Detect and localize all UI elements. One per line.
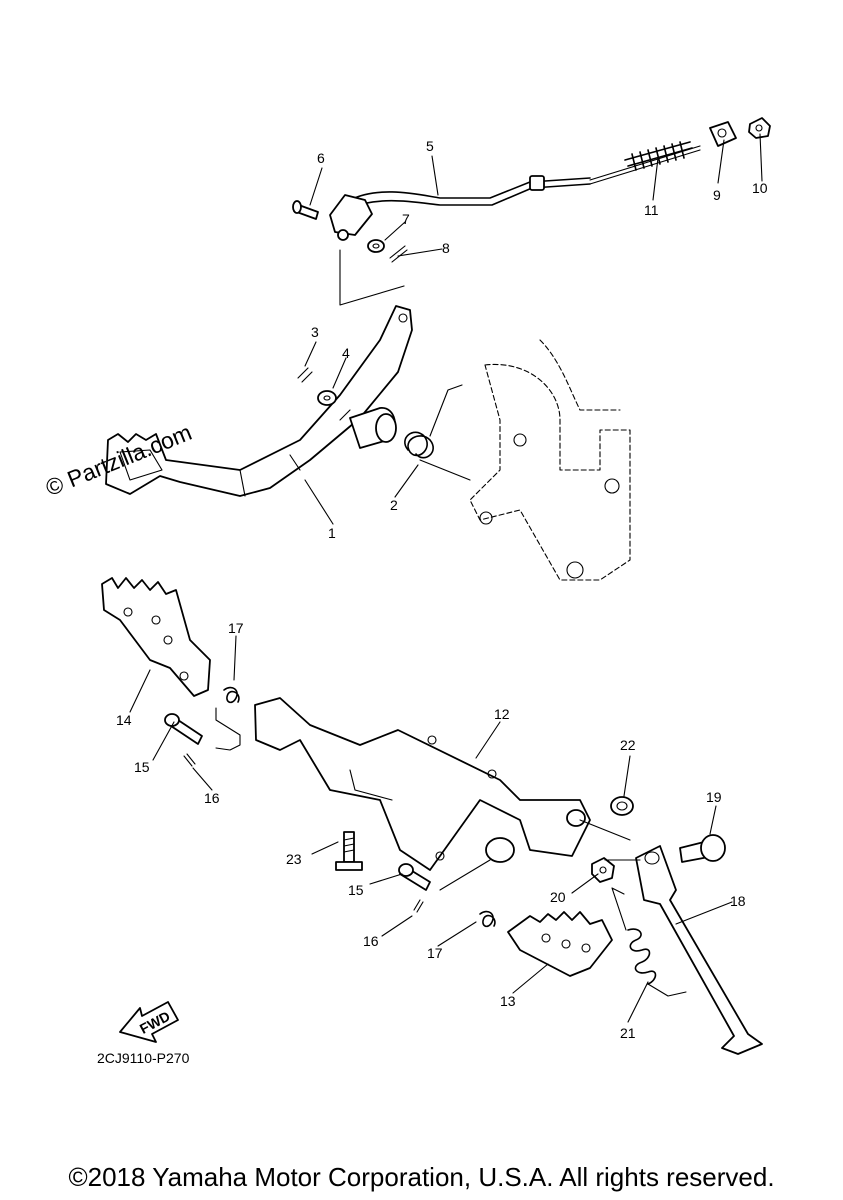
brake-rod-part[interactable]	[329, 145, 701, 241]
sidestand-spring-part[interactable]	[611, 887, 687, 997]
callout-23: 23	[286, 851, 302, 867]
washer-part[interactable]	[367, 239, 385, 253]
return-spring-part[interactable]	[404, 384, 471, 481]
callout-21: 21	[620, 1025, 636, 1041]
callout-2: 2	[390, 497, 398, 513]
callout-7: 7	[402, 211, 410, 227]
callout-19: 19	[706, 789, 722, 805]
nut-part[interactable]	[748, 117, 771, 139]
callout-numbers: 1 2 3 4 5 6 7 8 9 10 11 12 13 14 15 16 1…	[116, 138, 768, 1041]
callout-20: 20	[550, 889, 566, 905]
footrest-pin-right-part[interactable]	[398, 863, 431, 891]
sidestand-bolt-part[interactable]	[679, 834, 726, 863]
footrest-right-part[interactable]	[507, 911, 613, 977]
callout-8: 8	[442, 240, 450, 256]
callout-9: 9	[713, 187, 721, 203]
callout-14: 14	[116, 712, 132, 728]
footrest-left-part[interactable]	[101, 577, 211, 697]
callout-15a: 15	[134, 759, 150, 775]
callout-13: 13	[500, 993, 516, 1009]
adjuster-spring-part[interactable]	[624, 141, 693, 171]
pedal-pivot-part[interactable]	[349, 407, 397, 449]
sidestand-nut-part[interactable]	[591, 857, 615, 883]
callout-3: 3	[311, 324, 319, 340]
callout-18: 18	[730, 893, 746, 909]
copyright-notice: ©2018 Yamaha Motor Corporation, U.S.A. A…	[68, 1162, 775, 1192]
callout-15b: 15	[348, 882, 364, 898]
callout-6: 6	[317, 150, 325, 166]
cotter-pin-left-part[interactable]	[183, 753, 196, 767]
pedal-washer-part[interactable]	[317, 390, 337, 406]
footrest-pin-left-part[interactable]	[164, 713, 203, 745]
fwd-arrow-icon: FWD	[119, 1001, 179, 1043]
callout-16a: 16	[204, 790, 220, 806]
cotter-pin-part[interactable]	[389, 245, 408, 263]
leader-lines	[129, 133, 763, 1023]
footrest-bracket-part[interactable]	[254, 697, 591, 871]
callout-17b: 17	[427, 945, 443, 961]
cotter-pin-right-part[interactable]	[413, 899, 424, 913]
pin-part[interactable]	[292, 200, 319, 220]
callout-12: 12	[494, 706, 510, 722]
frame-bracket	[469, 339, 631, 581]
callout-4: 4	[342, 345, 350, 361]
footrest-spring-right-part[interactable]	[479, 910, 496, 928]
callout-1: 1	[328, 525, 336, 541]
callout-17a: 17	[228, 620, 244, 636]
callout-22: 22	[620, 737, 636, 753]
footrest-spring-left-part[interactable]	[223, 686, 240, 704]
callout-10: 10	[752, 180, 768, 196]
flange-bolt-part[interactable]	[335, 831, 363, 871]
assembly-lines	[215, 249, 641, 891]
callout-16b: 16	[363, 933, 379, 949]
collar-part[interactable]	[610, 796, 634, 816]
brake-pedal-part[interactable]	[105, 305, 413, 497]
joint-part[interactable]	[709, 121, 737, 147]
diagram-code: 2CJ9110-P270	[97, 1050, 190, 1066]
callout-11: 11	[644, 202, 659, 218]
callout-5: 5	[426, 138, 434, 154]
split-pin-part[interactable]	[297, 367, 313, 383]
sidestand-part[interactable]	[635, 845, 763, 1055]
